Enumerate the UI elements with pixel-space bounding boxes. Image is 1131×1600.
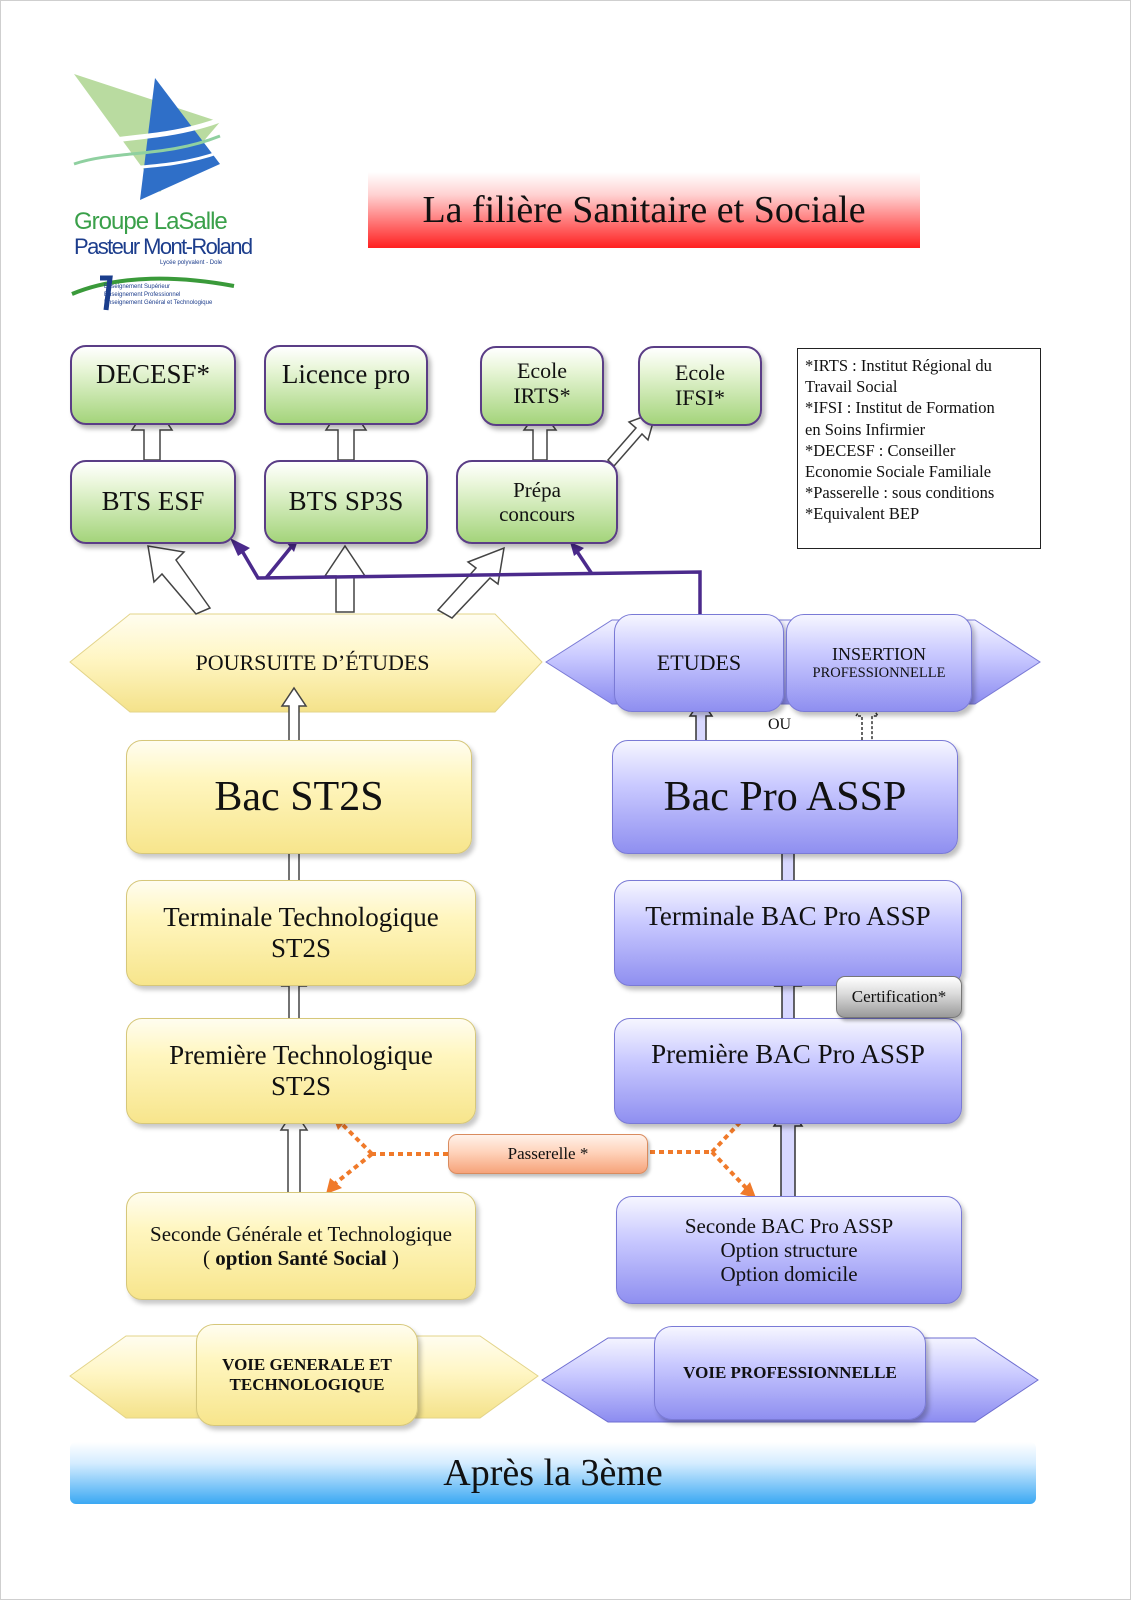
certification-badge: Certification*: [836, 976, 962, 1018]
arrow-diagonal-icon: [147, 545, 212, 615]
logo-line-6: Enseignement Général et Technologique: [104, 300, 213, 306]
premiere-pro-box: Première BAC Pro ASSP: [614, 1018, 962, 1124]
premiere-techno-label-1: Première Technologique: [169, 1039, 433, 1070]
insertion-label-1: INSERTION: [832, 644, 926, 665]
seconde-gt-label-1: Seconde Générale et Technologique: [150, 1221, 452, 1246]
irts-label-2: IRTS*: [513, 383, 571, 409]
terminale-techno-label-1: Terminale Technologique: [163, 901, 439, 932]
bts-esf-box: BTS ESF: [70, 460, 236, 544]
legend-line: *Equivalent BEP: [805, 504, 920, 524]
ifsi-label-2: IFSI*: [674, 385, 726, 411]
etudes-box: ETUDES: [614, 614, 784, 712]
voie-generale-box: VOIE GENERALE ET TECHNOLOGIQUE: [196, 1324, 418, 1426]
bac-pro-assp-label: Bac Pro ASSP: [663, 773, 907, 820]
arrow-head-icon: [570, 542, 584, 556]
seconde-pro-label-3: Option domicile: [720, 1262, 858, 1287]
seconde-pro-box: Seconde BAC Pro ASSP Option structure Op…: [616, 1196, 962, 1304]
arrow-up-dashed-icon: [854, 698, 880, 751]
decesf-label: DECESF*: [95, 359, 211, 389]
page-title: La filière Sanitaire et Sociale: [368, 172, 920, 248]
legend-line: en Soins Infirmier: [805, 419, 926, 439]
insertion-box: INSERTION PROFESSIONNELLE: [786, 614, 972, 712]
arrow-diagonal-icon: [606, 410, 658, 468]
terminale-techno-box: Terminale Technologique ST2S: [126, 880, 476, 986]
seconde-pro-label-2: Option structure: [720, 1237, 858, 1262]
voie-generale-label-2: TECHNOLOGIQUE: [229, 1375, 385, 1394]
passerelle-label: Passerelle *: [507, 1144, 589, 1163]
etudes-label: ETUDES: [656, 650, 742, 676]
voie-generale-label-1: VOIE GENERALE ET: [222, 1355, 392, 1375]
voie-pro-box: VOIE PROFESSIONNELLE: [654, 1326, 926, 1420]
apres-3eme-banner: Après la 3ème: [70, 1442, 1036, 1504]
bac-pro-assp-box: Bac Pro ASSP: [612, 740, 958, 854]
bac-st2s-box: Bac ST2S: [126, 740, 472, 854]
ifsi-label-1: Ecole: [674, 360, 726, 385]
arrow-head-icon: [740, 1182, 756, 1198]
terminale-pro-label: Terminale BAC Pro ASSP: [645, 901, 931, 931]
arrow-diagonal-icon: [436, 546, 505, 619]
irts-label-1: Ecole: [516, 358, 568, 383]
prepa-box: Prépa concours: [456, 460, 618, 544]
paren-open: (: [202, 1246, 216, 1270]
legend-box: *IRTS : Institut Régional du Travail Soc…: [797, 348, 1041, 549]
premiere-techno-label-2: ST2S: [270, 1071, 332, 1101]
arrow-up-icon: [280, 686, 308, 745]
seconde-gt-box: Seconde Générale et Technologique ( opti…: [126, 1192, 476, 1300]
bts-esf-label: BTS ESF: [101, 486, 205, 517]
bac-st2s-label: Bac ST2S: [214, 773, 384, 820]
voie-pro-label: VOIE PROFESSIONNELLE: [683, 1363, 897, 1383]
premiere-pro-label: Première BAC Pro ASSP: [651, 1039, 925, 1069]
seconde-gt-label-2: ( option Santé Social ): [203, 1246, 399, 1270]
seconde-pro-label-1: Seconde BAC Pro ASSP: [684, 1213, 894, 1238]
legend-line: *IFSI : Institut de Formation: [805, 398, 995, 418]
bts-sp3s-box: BTS SP3S: [264, 460, 428, 544]
irts-box: Ecole IRTS*: [480, 346, 604, 426]
licence-box: Licence pro: [264, 345, 428, 425]
poursuite-etudes-label-box: POURSUITE D’ÉTUDES: [130, 614, 495, 712]
prepa-label-1: Prépa: [513, 477, 561, 502]
arrow-head-icon: [230, 538, 250, 556]
logo-line-3: Lycée polyvalent - Dole: [160, 260, 223, 266]
poursuite-etudes-label: POURSUITE D’ÉTUDES: [195, 650, 430, 676]
arrow-head-icon: [326, 1178, 342, 1194]
option-sante-social: option Santé Social: [215, 1246, 387, 1270]
logo-line-4: Enseignement Supérieur: [104, 284, 171, 290]
legend-line: Travail Social: [805, 377, 898, 397]
premiere-techno-box: Première Technologique ST2S: [126, 1018, 476, 1124]
legend-line: *Passerelle : sous conditions: [805, 483, 995, 503]
certification-label: Certification*: [851, 987, 947, 1006]
logo-line-5: Enseignement Professionnel: [104, 292, 181, 298]
logo-line-2: Pasteur Mont-Roland: [74, 234, 253, 259]
logo: Groupe LaSalle Pasteur Mont-Roland Lycée…: [70, 72, 253, 318]
licence-label: Licence pro: [281, 359, 411, 389]
arrow-up-icon: [323, 544, 367, 613]
legend-line: Economie Sociale Familiale: [805, 462, 992, 482]
terminale-techno-label-2: ST2S: [270, 933, 332, 963]
paren-close: ): [386, 1246, 400, 1270]
ifsi-box: Ecole IFSI*: [638, 346, 762, 426]
logo-line-1: Groupe LaSalle: [74, 208, 228, 235]
decesf-box: DECESF*: [70, 345, 236, 425]
bts-sp3s-label: BTS SP3S: [288, 486, 404, 517]
poursuite-banner-arrow: [69, 613, 543, 713]
legend-line: *IRTS : Institut Régional du: [805, 356, 992, 375]
logo-triangle-icon: [71, 74, 235, 311]
prepa-label-2: concours: [499, 502, 575, 526]
etudes-connector-line: [236, 543, 702, 614]
insertion-label-2: PROFESSIONNELLE: [812, 665, 946, 681]
terminale-pro-box: Terminale BAC Pro ASSP: [614, 880, 962, 986]
ou-label: OU: [768, 716, 792, 733]
legend-line: *DECESF : Conseiller: [805, 440, 956, 460]
passerelle-badge: Passerelle *: [448, 1134, 648, 1174]
